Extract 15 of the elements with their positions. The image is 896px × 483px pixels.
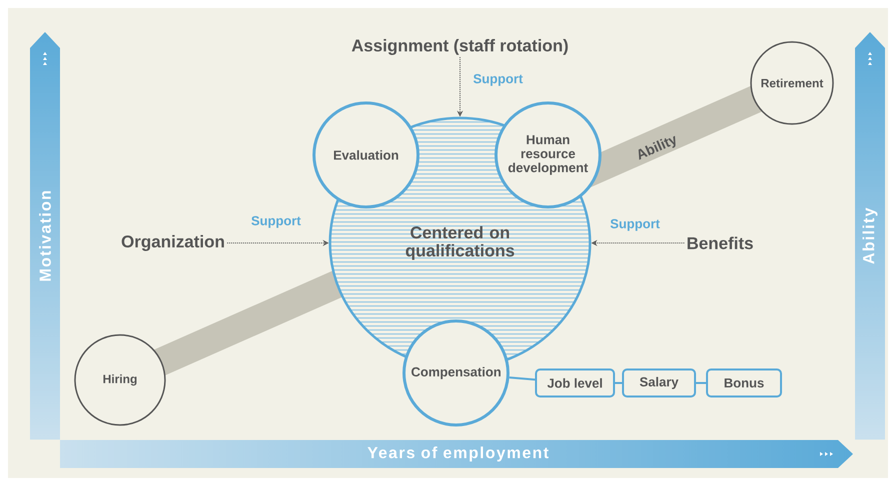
axis-label: Motivation xyxy=(39,191,51,281)
axis-label: Years of employment xyxy=(368,446,548,462)
item-box: Salary xyxy=(622,368,696,398)
connector-line xyxy=(696,382,706,384)
item-box: Bonus xyxy=(706,368,782,398)
axis-label: Ability xyxy=(862,208,878,264)
edge-label: Support xyxy=(609,218,661,232)
connector-line xyxy=(615,382,622,384)
category-label: Organization xyxy=(122,235,224,251)
connector-line xyxy=(509,376,536,381)
item-box: Job level xyxy=(535,368,615,398)
edge-label: Support xyxy=(250,215,302,229)
heading-text: Assignment (staff rotation) xyxy=(352,39,568,55)
edge-label: Support xyxy=(472,73,524,87)
category-label: Benefits xyxy=(688,236,753,250)
